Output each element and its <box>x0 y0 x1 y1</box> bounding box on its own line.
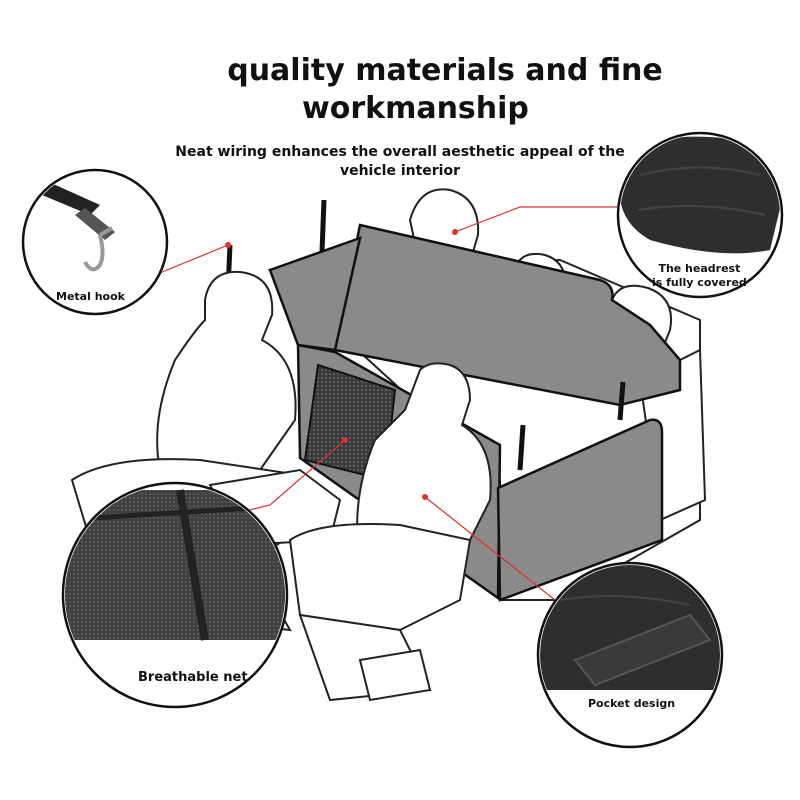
front-seat-right <box>288 362 492 702</box>
cover-back-panel <box>333 223 682 407</box>
breathable-net-label: Breathable net <box>138 670 248 685</box>
callout-breathable-net <box>61 481 289 709</box>
pocket-design-label: Pocket design <box>588 697 676 710</box>
metal-hook-label: Metal hook <box>56 290 125 303</box>
subtitle-line-2: vehicle interior <box>339 163 461 179</box>
leader-lines <box>154 206 620 601</box>
title-line-2: workmanship <box>302 91 529 126</box>
callout-metal-hook <box>21 168 169 316</box>
headrest-label-line-2: is fully covered <box>652 276 747 289</box>
headrest-label: The headrest is fully covered <box>652 262 747 290</box>
hook-icon <box>83 226 114 272</box>
subtitle-line-1: Neat wiring enhances the overall aesthet… <box>175 144 625 160</box>
callout-pocket-design <box>536 561 724 749</box>
title-line-1: quality materials and fine <box>227 53 663 88</box>
page-title: quality materials and fine workmanship <box>0 52 800 128</box>
cover-front-flap <box>496 418 664 602</box>
subtitle: Neat wiring enhances the overall aesthet… <box>160 143 640 181</box>
headrest-cover-icon <box>620 136 780 254</box>
headrest-label-line-1: The headrest <box>658 262 741 275</box>
callout-headrest <box>616 131 784 299</box>
cover-left-panel <box>268 236 362 352</box>
